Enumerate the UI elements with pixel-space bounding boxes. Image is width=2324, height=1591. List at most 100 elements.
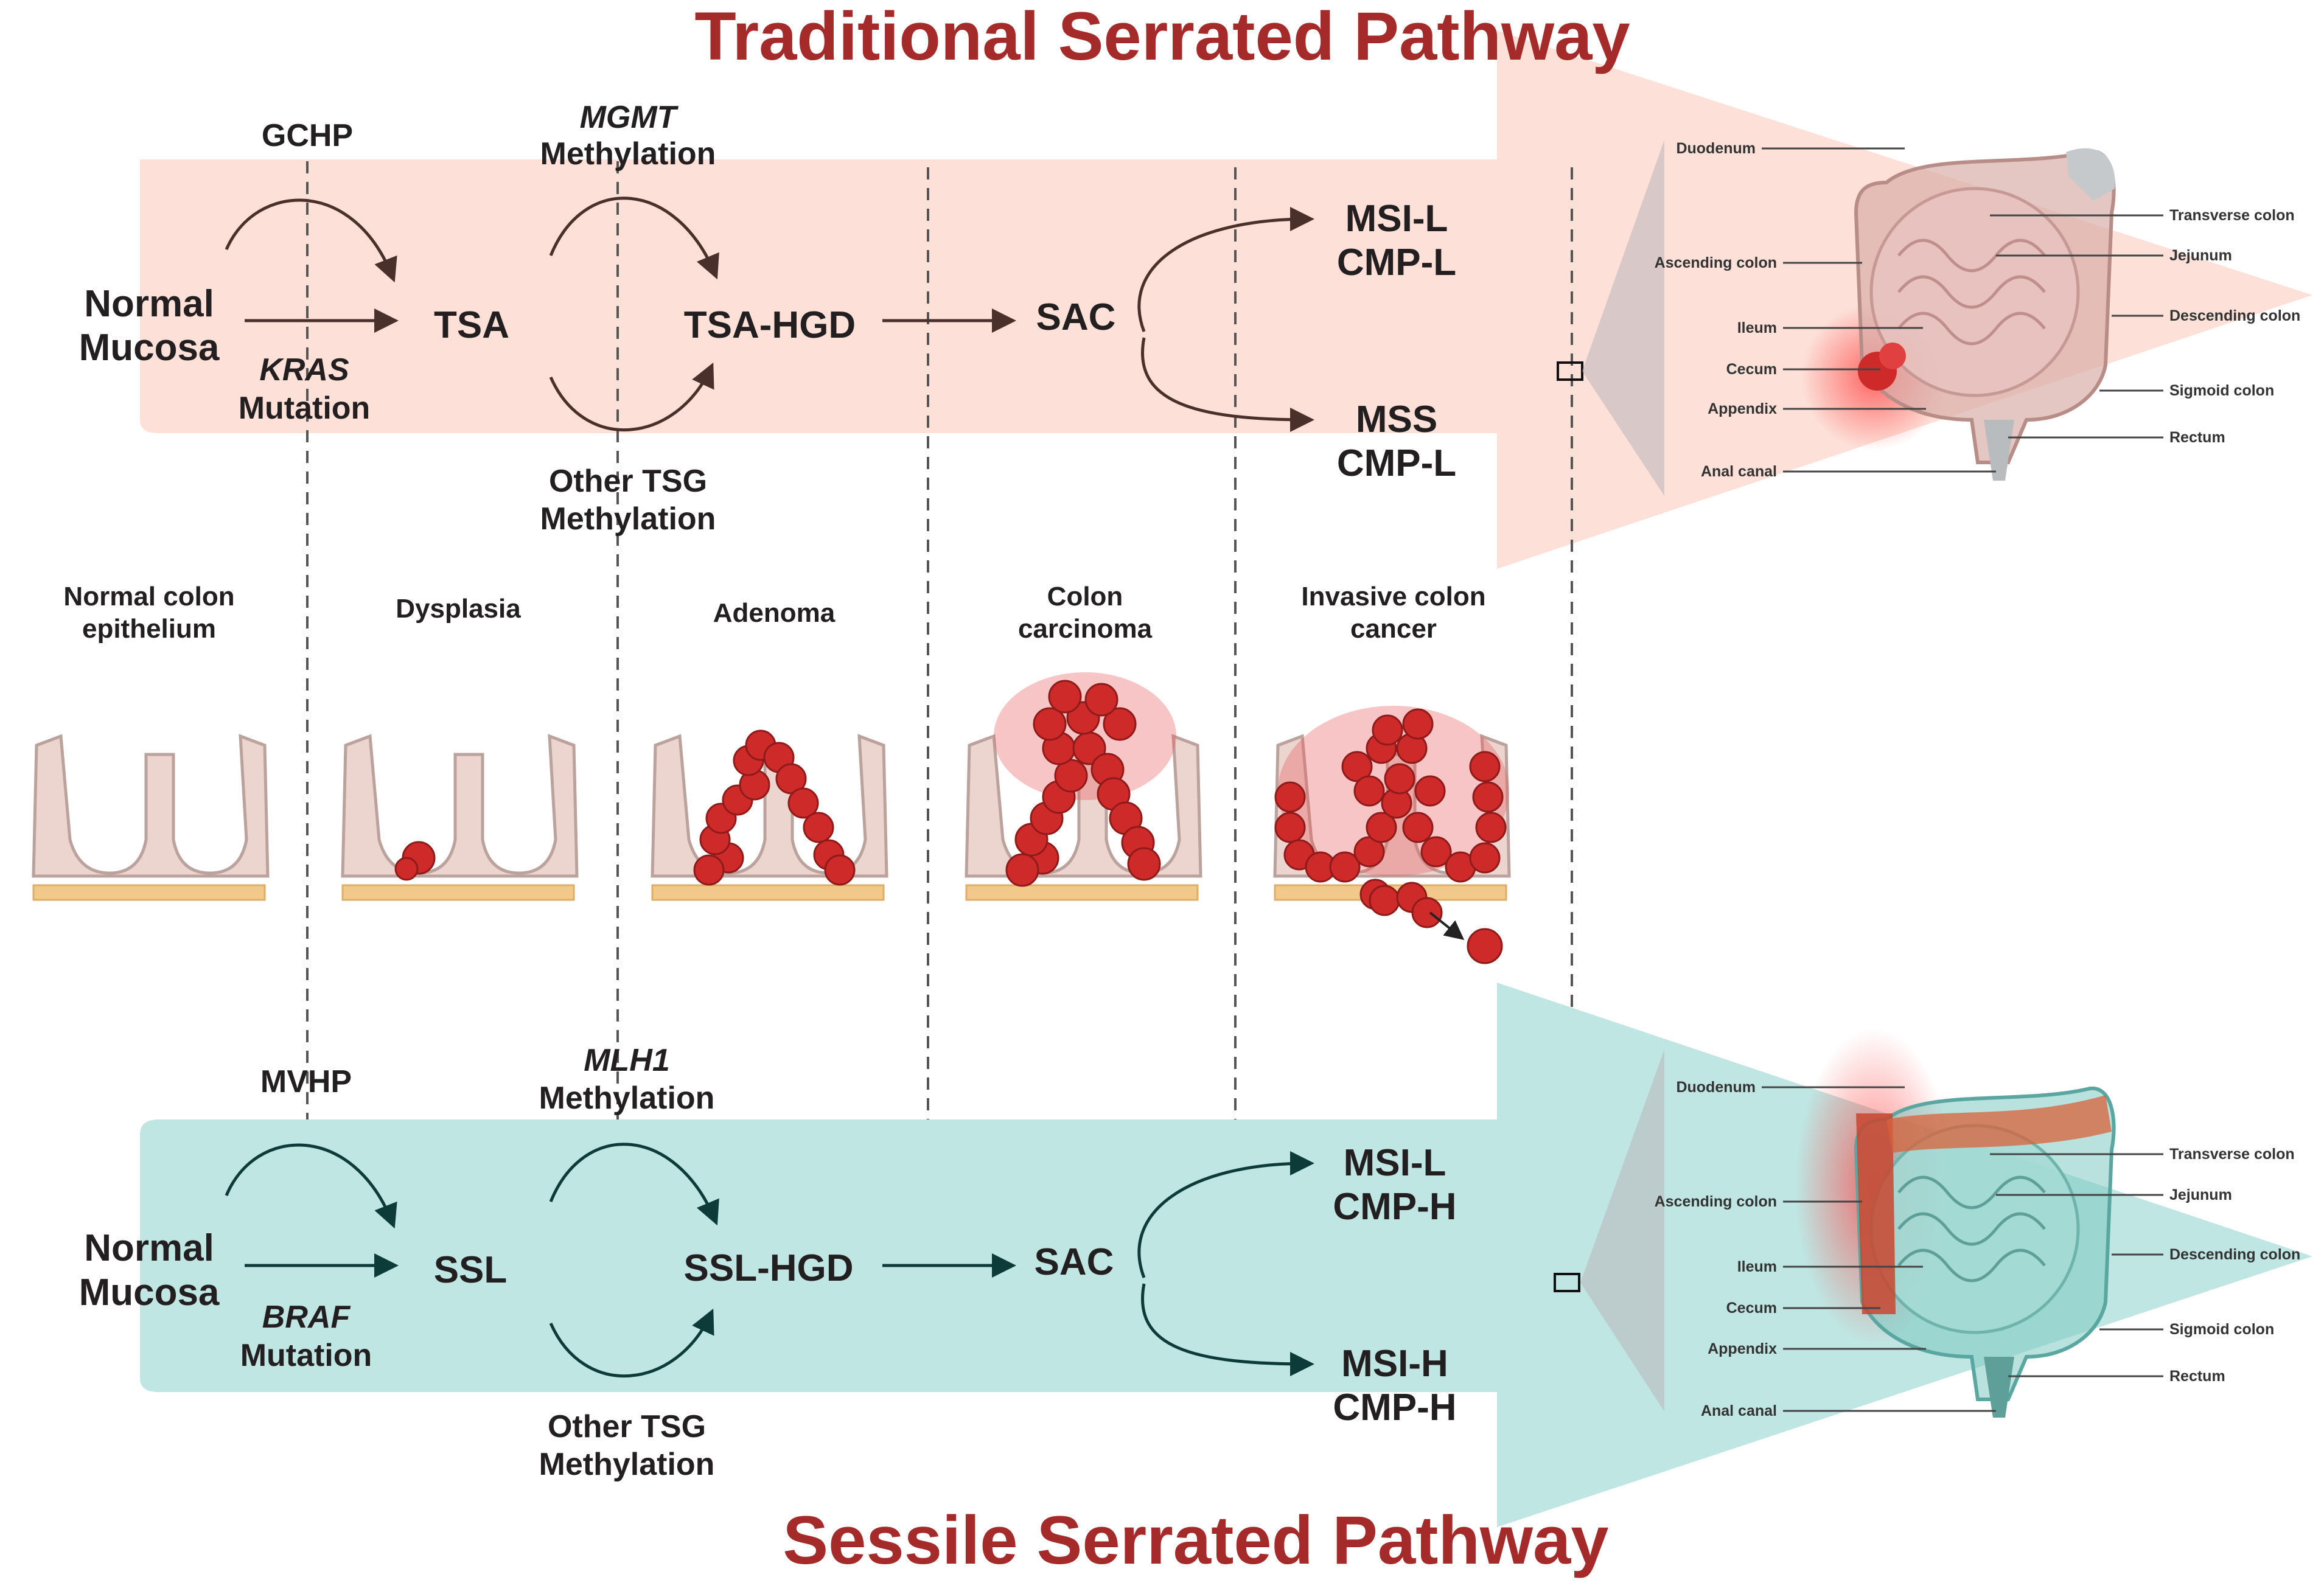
arrow-sac-to-upper-bottom (1137, 1151, 1314, 1278)
right-colon-grey-top (2066, 148, 2115, 201)
basement-membranes (32, 884, 1507, 901)
other-tsg-bottom: Other TSG (548, 1409, 706, 1444)
stage-normal-line2: epithelium (82, 614, 216, 644)
adenoma-cell (803, 812, 834, 843)
other-tsg-methylation-top: Methylation (540, 501, 716, 537)
intestine-coils-top (1897, 238, 2046, 346)
carcinoma-cell (1127, 847, 1161, 881)
stage-carcinoma-line1: Colon (1047, 582, 1123, 611)
invasive-cell (1274, 781, 1306, 813)
mutation-word-top: Mutation (239, 391, 371, 426)
invasive-cell (1353, 836, 1385, 868)
mutation-word-bottom: Mutation (240, 1338, 372, 1373)
rectum-grey-top (1984, 420, 2014, 481)
stage-labels: Normal colon epithelium Dysplasia Adenom… (63, 582, 1485, 644)
invasive-cell (1469, 751, 1501, 782)
anatomy-transverse-colon-bottom: Transverse colon (2169, 1146, 2295, 1163)
carcinoma-sac-top: SAC (1036, 296, 1116, 338)
methylation-word-bottom: Methylation (539, 1081, 715, 1116)
stage-normal-line1: Normal colon (63, 582, 234, 611)
traditional-pathway: Traditional Serrated Pathway GCHP MGMT M… (79, 0, 2312, 1369)
lesion-ssl: SSL (434, 1249, 508, 1291)
anatomy-descending-colon-top: Descending colon (2169, 307, 2300, 324)
tumor-mass-top-b (1879, 343, 1906, 369)
anatomy-anal-canal-bottom: Anal canal (1701, 1402, 1777, 1419)
hgd-tsa: TSA-HGD (684, 304, 856, 346)
invasive-cell (1274, 812, 1306, 843)
traditional-labels: GCHP MGMT Methylation Normal Mucosa KRAS… (79, 100, 1457, 537)
anatomy-sigmoid-colon-top: Sigmoid colon (2169, 382, 2274, 399)
carcinoma-cell (1033, 707, 1067, 741)
histology-stages: Normal colon epithelium Dysplasia Adenom… (32, 582, 1511, 964)
arrow-other-tsg-top (549, 362, 714, 432)
carcinoma-cell (1048, 680, 1082, 714)
colon-anatomy-bottom (1795, 1028, 2116, 1418)
anatomy-anal-canal-top: Anal canal (1701, 463, 1777, 480)
crypt-normal (32, 734, 270, 878)
transverse-colon-tumor-bottom (1886, 1095, 2112, 1153)
sessile-pathway-band (140, 983, 2312, 1527)
arrow-sac-to-lower-top (1141, 337, 1314, 432)
anatomy-appendix-top: Appendix (1708, 400, 1777, 417)
carcinoma-cell (1084, 683, 1118, 717)
outcome-lower-2-bottom: CMP-H (1333, 1387, 1456, 1429)
anatomy-leader-lines-bottom (1762, 1086, 2163, 1412)
arrow-sac-to-upper-top (1137, 207, 1314, 332)
zoom-marker-bottom (1554, 1273, 1580, 1292)
arrow-other-tsg-bottom (549, 1308, 714, 1378)
anatomy-rectum-bottom: Rectum (2169, 1368, 2225, 1385)
methylation-word-top: Methylation (540, 136, 716, 172)
invasive-cell (1402, 708, 1434, 740)
start-normal-bottom: Normal (84, 1227, 214, 1269)
outcome-upper-1-bottom: MSI-L (1344, 1142, 1446, 1184)
other-tsg-top: Other TSG (549, 464, 707, 499)
zoom-wedge-bottom (1580, 1050, 1664, 1412)
metastatic-cell (1467, 928, 1503, 964)
anatomy-labels-bottom: Duodenum Ascending colon Ileum Cecum App… (1655, 1079, 2301, 1419)
sessile-arrows (225, 1143, 1314, 1378)
outcome-lower-2-top: CMP-L (1337, 442, 1456, 484)
mutation-gene-kras: KRAS (259, 352, 349, 388)
methylation-gene-mgmt: MGMT (580, 100, 679, 135)
anatomy-ileum-bottom: Ileum (1737, 1258, 1777, 1275)
adenoma-cell (824, 854, 856, 886)
zoom-wedge-top (1582, 140, 1664, 496)
arrow-mlh1 (549, 1143, 719, 1226)
stage-invasive-line1: Invasive colon (1301, 582, 1485, 611)
anatomy-ascending-colon-top: Ascending colon (1655, 254, 1777, 271)
invasive-cell (1420, 836, 1452, 868)
dysplasia-cell (394, 857, 419, 881)
anatomy-descending-colon-bottom: Descending colon (2169, 1246, 2300, 1263)
invasive-cell (1384, 763, 1415, 795)
carcinoma-cell (1103, 707, 1137, 741)
sessile-labels: MVHP MLH1 Methylation Normal Mucosa BRAF… (79, 1043, 1457, 1482)
arrow-mvhp (225, 1143, 397, 1229)
anatomy-cecum-bottom: Cecum (1726, 1300, 1777, 1317)
invasive-cell (1369, 885, 1400, 916)
anatomy-sigmoid-colon-bottom: Sigmoid colon (2169, 1321, 2274, 1338)
precursor-mvhp: MVHP (260, 1064, 352, 1099)
anatomy-transverse-colon-top: Transverse colon (2169, 207, 2295, 224)
rectum-bottom (1984, 1357, 2014, 1418)
anatomy-duodenum-bottom: Duodenum (1676, 1079, 1756, 1096)
anatomy-cecum-top: Cecum (1726, 361, 1777, 378)
anatomy-appendix-bottom: Appendix (1708, 1340, 1777, 1357)
outcome-lower-1-top: MSS (1356, 399, 1437, 440)
invasive-cell (1475, 812, 1507, 843)
metastasis-arrow (1429, 911, 1465, 940)
arrow-gchp (225, 198, 397, 283)
invasive-cell (1411, 897, 1443, 928)
traditional-pathway-title: Traditional Serrated Pathway (694, 0, 1630, 74)
anatomy-jejunum-top: Jejunum (2169, 247, 2232, 264)
stage-invasive-line2: cancer (1350, 614, 1437, 644)
outcome-upper-2-bottom: CMP-H (1333, 1186, 1456, 1228)
invasive-cell (1472, 781, 1504, 813)
anatomy-ileum-top: Ileum (1737, 319, 1777, 336)
hgd-ssl: SSL-HGD (684, 1247, 854, 1289)
arrow-sac-to-lower-bottom (1141, 1283, 1314, 1376)
anatomy-labels-top: Duodenum Ascending colon Ileum Cecum App… (1655, 140, 2301, 480)
methylation-gene-mlh1: MLH1 (584, 1043, 670, 1078)
adenoma-cell (787, 787, 819, 819)
stage-adenoma: Adenoma (713, 598, 836, 628)
